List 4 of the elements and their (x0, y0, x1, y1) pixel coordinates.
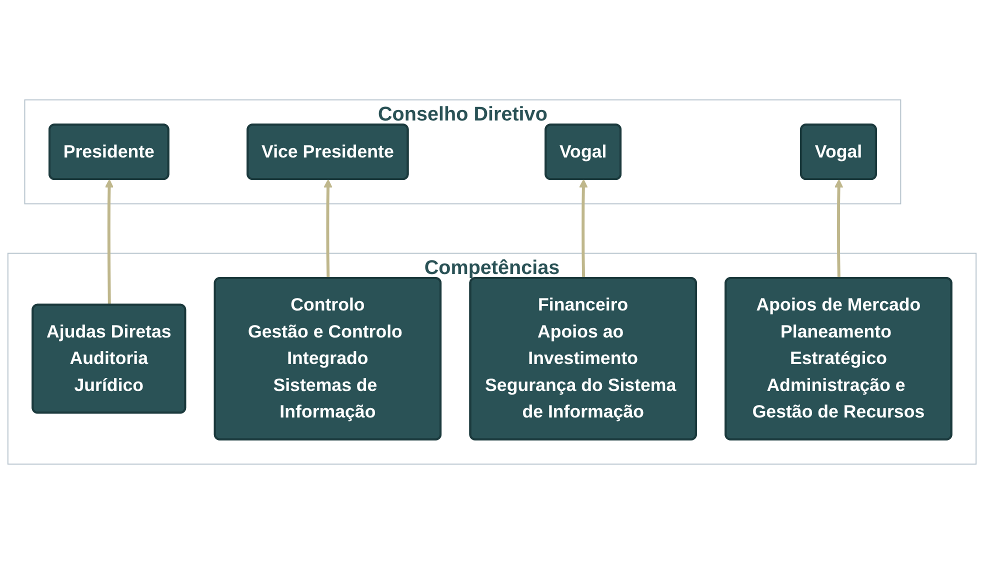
arrow (834, 179, 844, 279)
arrow (579, 179, 588, 279)
arrow (324, 179, 332, 279)
arrow (104, 179, 114, 306)
